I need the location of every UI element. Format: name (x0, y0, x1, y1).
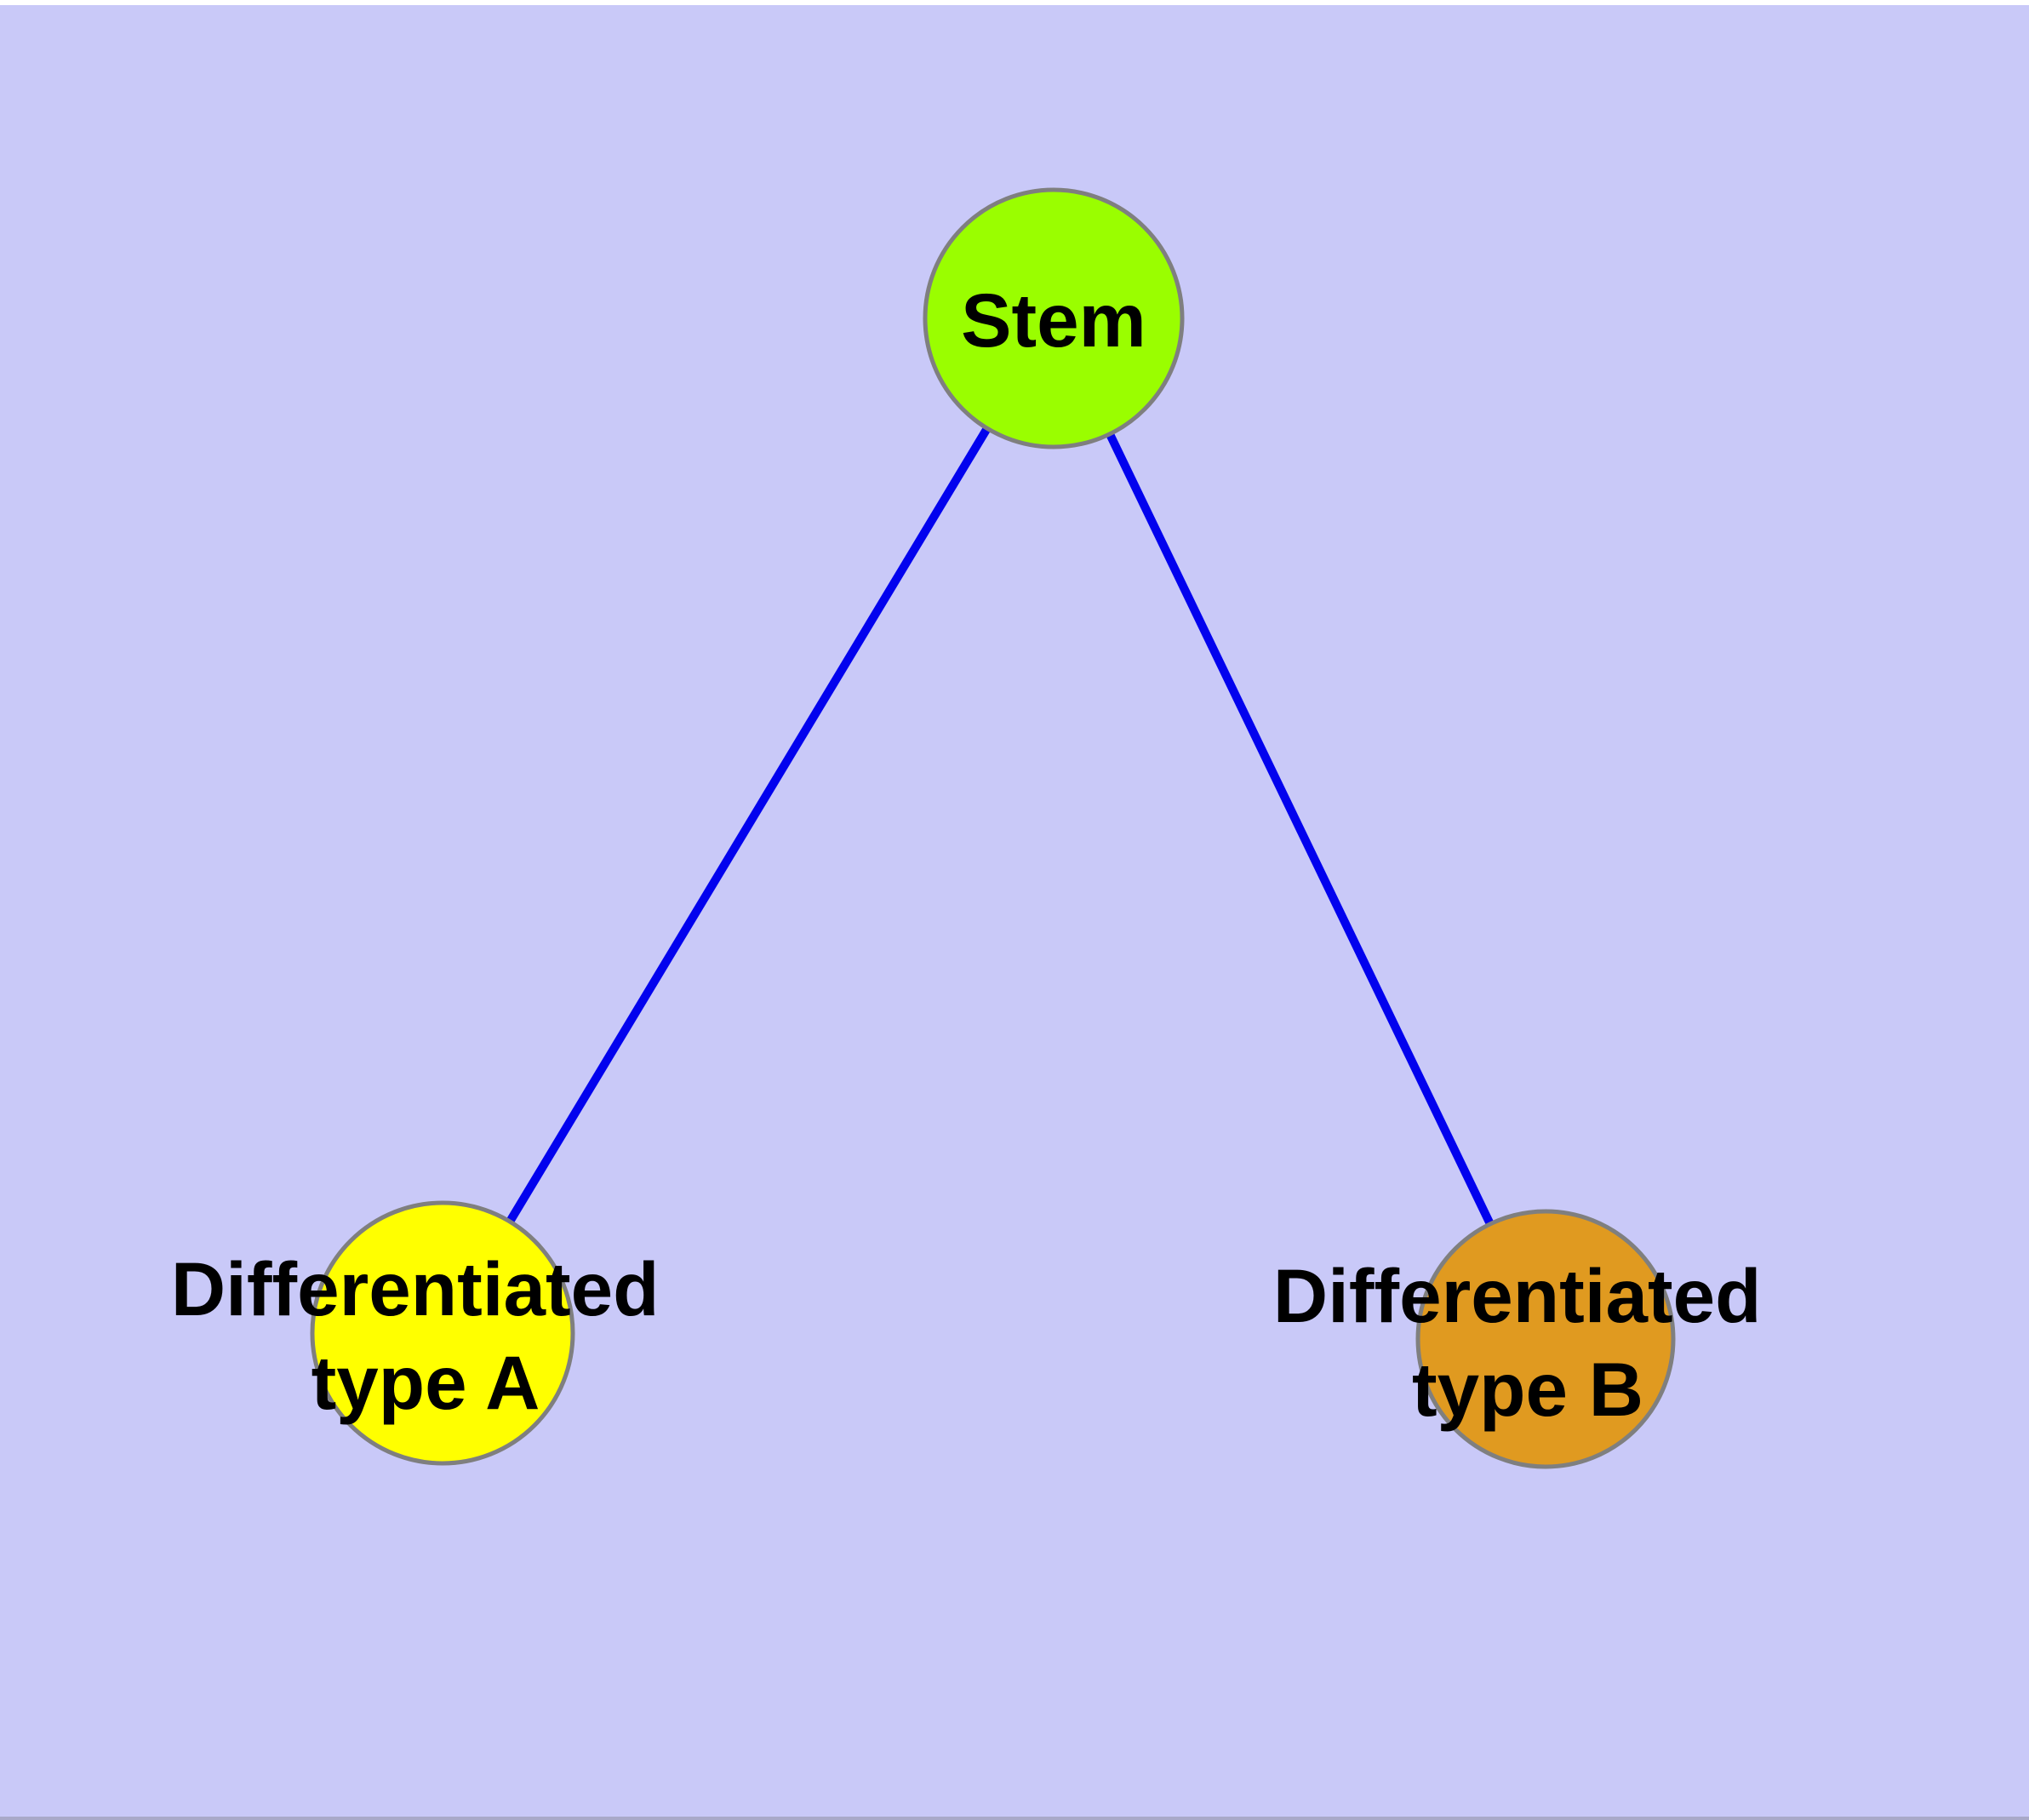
node-type-b-label-line2: type B (1412, 1347, 1643, 1432)
bottom-edge-line (0, 1817, 2029, 1820)
edge-stem-to-type-b (1106, 432, 1495, 1227)
top-margin-strip (0, 0, 2029, 5)
node-type-b-label: Differentiated type B (1273, 1253, 1782, 1432)
node-type-b-circle (1415, 1209, 1676, 1469)
edge-stem-to-type-a (506, 426, 992, 1224)
node-stem-circle (923, 187, 1185, 449)
node-type-b-label-line1: Differentiated (1273, 1253, 1762, 1338)
node-type-a-label-line2: type A (311, 1340, 540, 1425)
node-type-a-circle (310, 1200, 575, 1466)
node-type-a-label: Differentiated type A (171, 1246, 680, 1425)
node-stem-label: Stem (961, 278, 1146, 363)
node-type-a-label-line1: Differentiated (171, 1246, 660, 1331)
